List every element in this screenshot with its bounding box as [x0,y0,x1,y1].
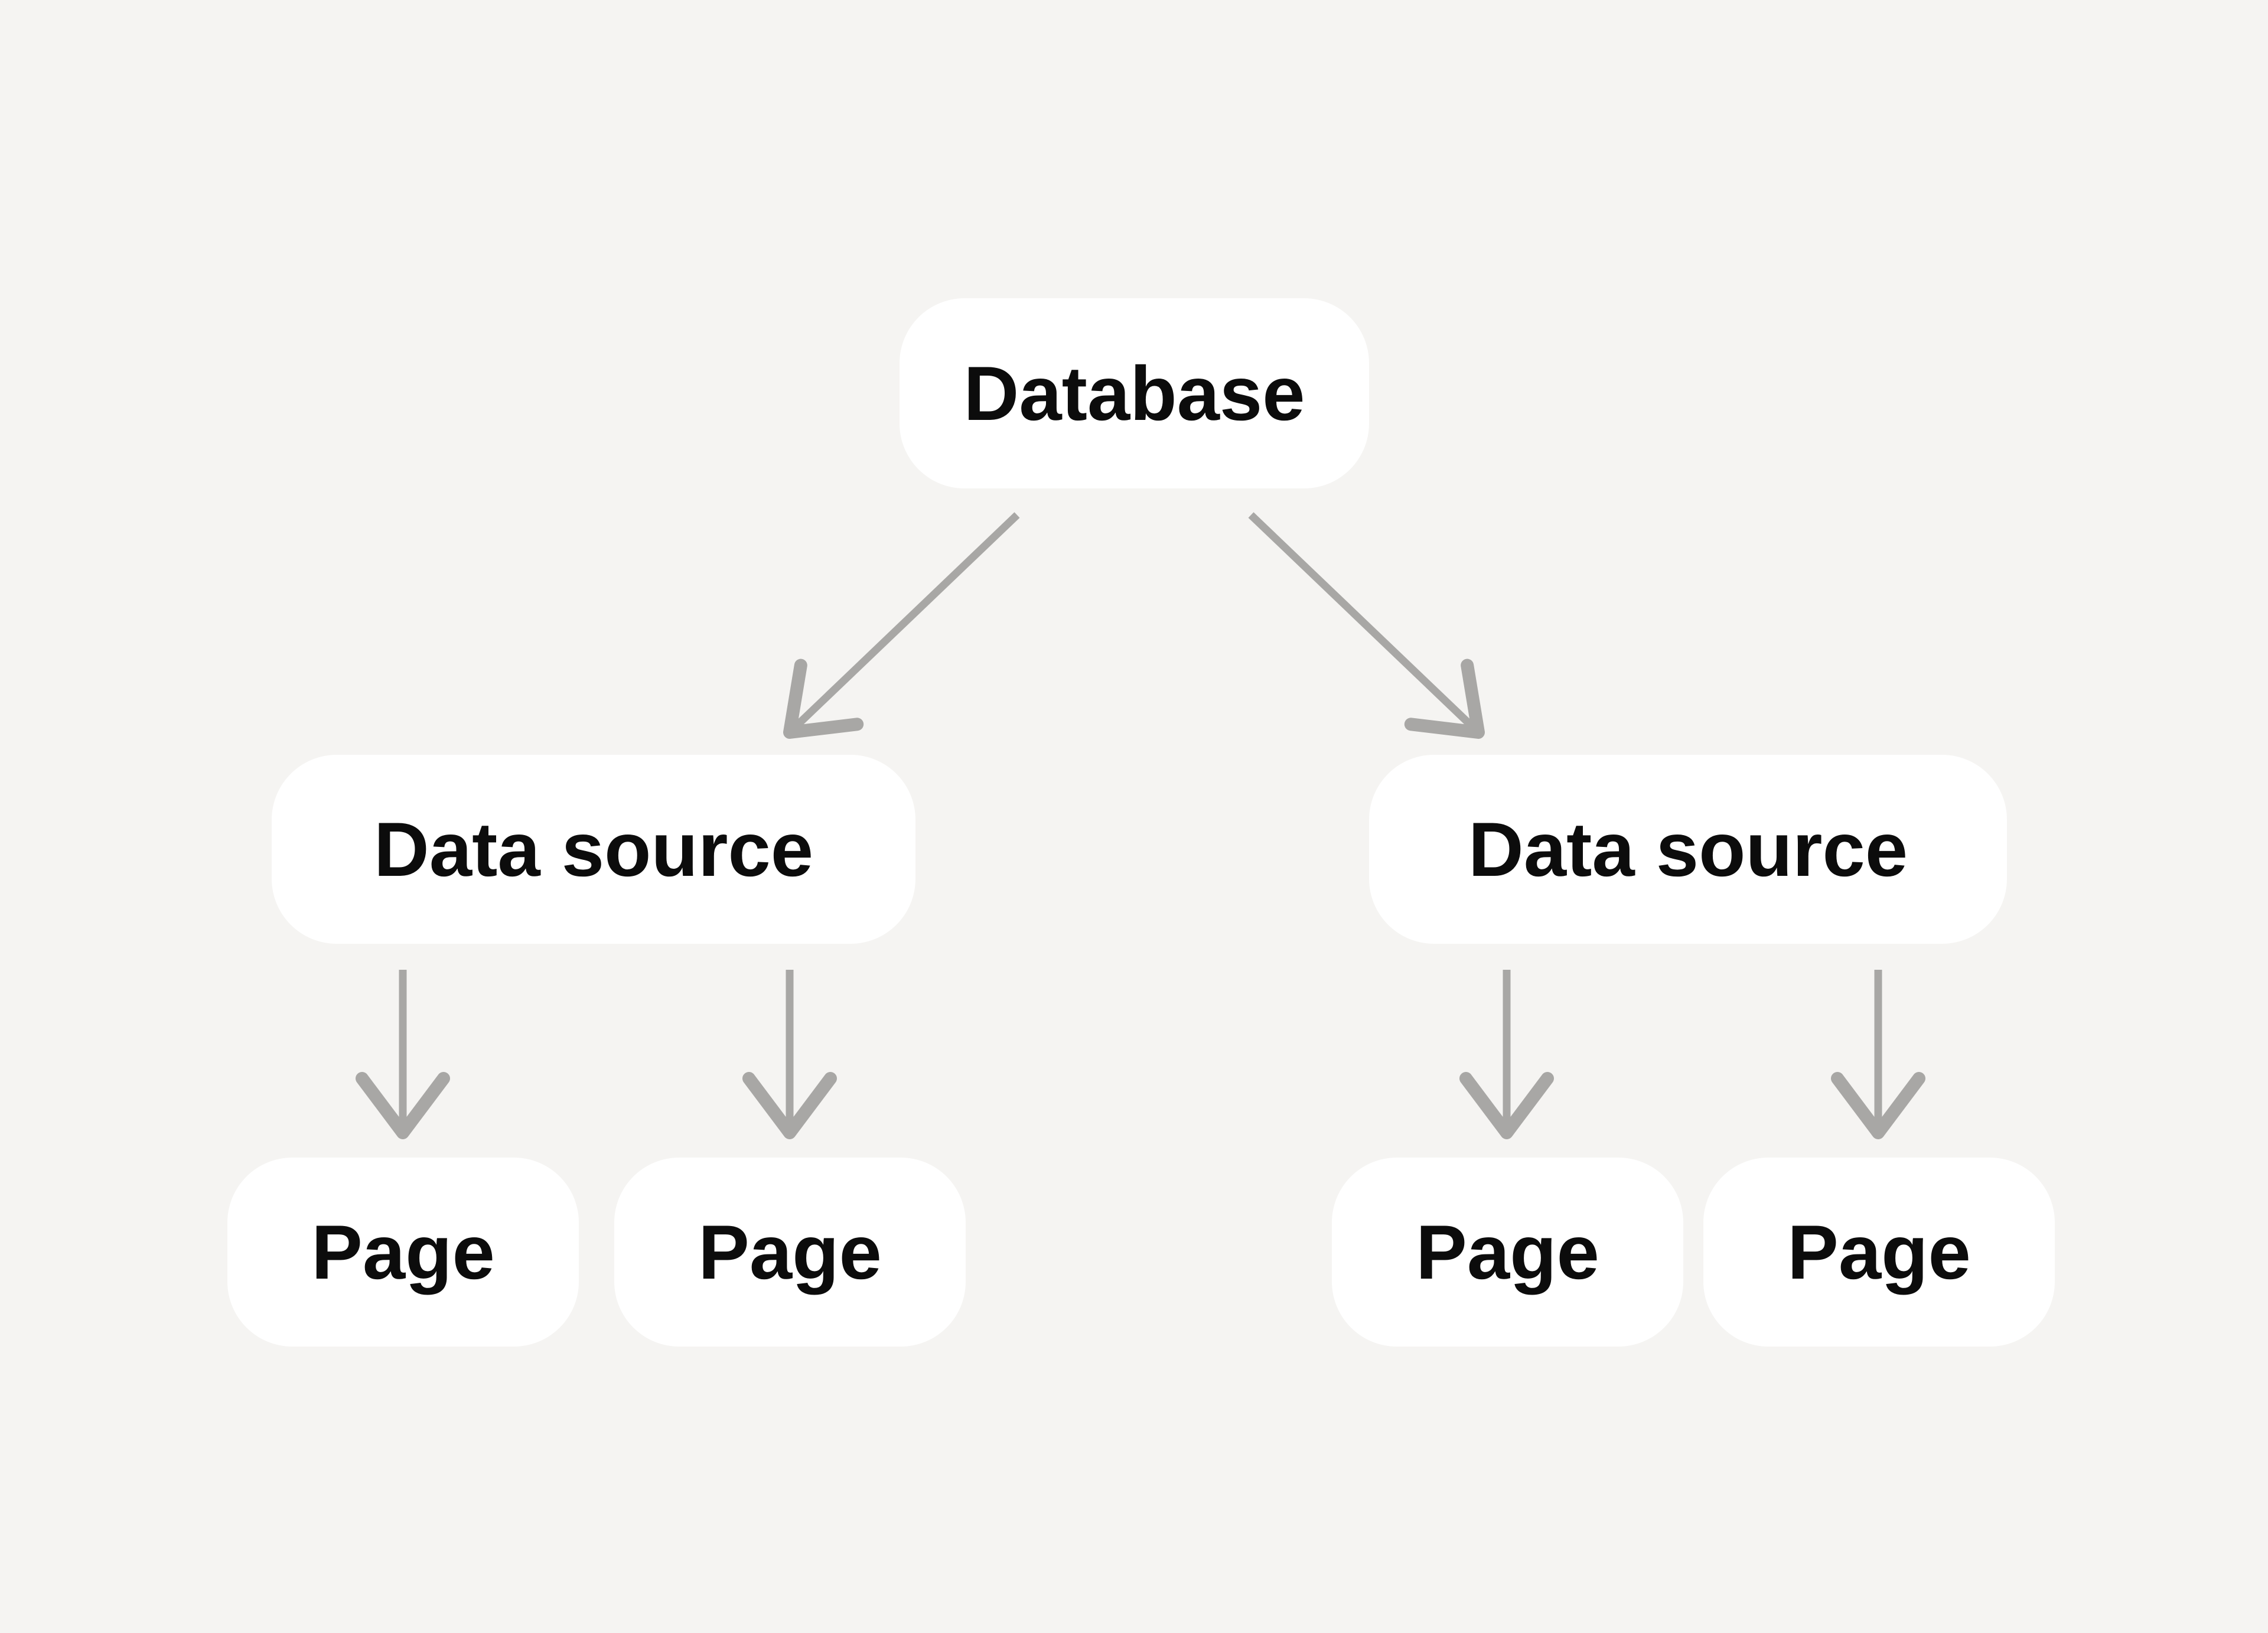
node-data-source-right: Data source [1369,755,2007,944]
node-database: Database [900,298,1369,488]
node-page-2-label: Page [698,1209,882,1295]
node-page-4: Page [1703,1158,2055,1347]
node-page-1: Page [227,1158,579,1347]
node-page-4-label: Page [1787,1209,1971,1295]
node-page-2: Page [614,1158,966,1347]
node-data-source-left-label: Data source [373,806,814,892]
node-database-label: Database [963,350,1305,436]
node-data-source-right-label: Data source [1468,806,1908,892]
node-data-source-left: Data source [272,755,915,944]
node-page-3: Page [1332,1158,1683,1347]
edge-database-to-data-source-right [1248,512,1485,739]
node-page-3-label: Page [1416,1209,1599,1295]
node-page-1-label: Page [311,1209,495,1295]
edge-database-to-data-source-left [783,512,1020,739]
